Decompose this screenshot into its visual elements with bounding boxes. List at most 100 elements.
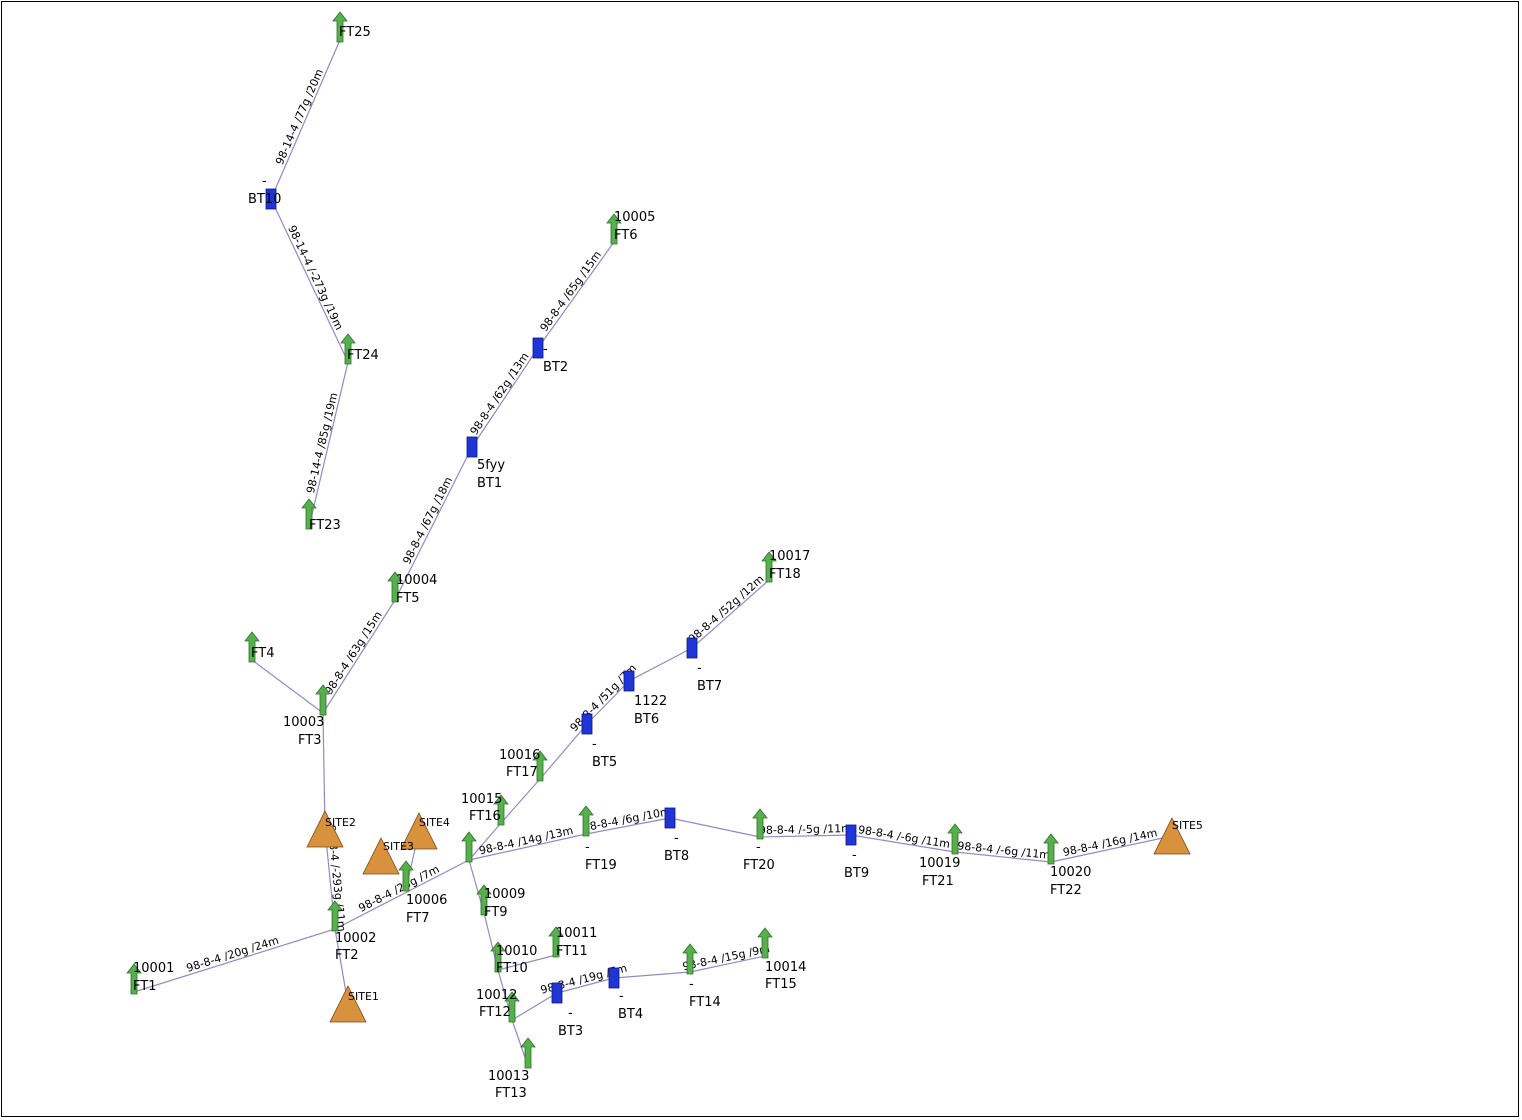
- node-ft19[interactable]: FT19-: [578, 805, 617, 873]
- flow-tower-arrow-icon[interactable]: [301, 498, 317, 530]
- edge-line: [539, 723, 588, 780]
- flow-tower-arrow-icon[interactable]: [340, 333, 356, 365]
- node-code-label: 1122: [634, 694, 667, 709]
- blue-box-icon[interactable]: [686, 637, 698, 659]
- node-code-label: 10013: [488, 1069, 529, 1084]
- flow-tower-arrow-icon[interactable]: [398, 860, 414, 892]
- flow-tower-arrow-icon[interactable]: [504, 991, 520, 1023]
- blue-box-icon[interactable]: [581, 713, 593, 735]
- blue-box-icon[interactable]: [608, 967, 620, 989]
- node-bt10[interactable]: BT10-: [248, 174, 281, 210]
- node-bt5[interactable]: BT5-: [581, 713, 617, 770]
- edge-line: [759, 834, 852, 838]
- flow-tower-arrow-icon[interactable]: [606, 213, 622, 245]
- flow-tower-arrow-icon[interactable]: [476, 884, 492, 916]
- flow-tower-arrow-icon[interactable]: [578, 805, 594, 837]
- node-ft25[interactable]: FT25: [332, 11, 371, 43]
- node-site3[interactable]: SITE3: [362, 837, 414, 875]
- flow-tower-arrow-icon[interactable]: [244, 631, 260, 663]
- node-code-label: -: [262, 174, 267, 189]
- flow-tower-arrow-icon[interactable]: [332, 11, 348, 43]
- edge-line: [471, 347, 539, 448]
- node-ft14[interactable]: FT14-: [682, 943, 721, 1010]
- node-bt3[interactable]: BT3-: [551, 982, 583, 1039]
- flow-tower-arrow-icon[interactable]: [761, 551, 777, 583]
- flow-tower-arrow-icon[interactable]: [520, 1037, 536, 1069]
- node-bt7[interactable]: BT7-: [686, 637, 722, 694]
- flow-tower-arrow-icon[interactable]: [493, 794, 509, 826]
- blue-box-icon[interactable]: [265, 188, 277, 210]
- blue-box-icon[interactable]: [845, 824, 857, 846]
- edge-line: [322, 712, 326, 830]
- blue-box-icon[interactable]: [664, 807, 676, 829]
- node-name-label: FT16: [469, 809, 501, 824]
- triangle-site-icon[interactable]: [1153, 817, 1191, 855]
- node-code-label: 10019: [919, 856, 960, 871]
- node-name-label: BT7: [697, 679, 722, 694]
- node-ft20[interactable]: FT20-: [743, 808, 775, 873]
- triangle-site-icon[interactable]: [400, 812, 438, 850]
- flow-tower-arrow-icon[interactable]: [757, 927, 773, 959]
- node-ft8[interactable]: [461, 831, 477, 863]
- flow-tower-arrow-icon[interactable]: [532, 750, 548, 782]
- edge-line: [133, 928, 336, 993]
- blue-box-icon[interactable]: [532, 337, 544, 359]
- blue-box-icon[interactable]: [551, 982, 563, 1004]
- node-name-label: FT12: [479, 1005, 511, 1020]
- flow-tower-arrow-icon[interactable]: [752, 808, 768, 840]
- flow-tower-arrow-icon[interactable]: [327, 900, 343, 932]
- triangle-site-icon[interactable]: [362, 837, 400, 875]
- flow-tower-arrow-icon[interactable]: [461, 831, 477, 863]
- edge-label: 98-8-4 /62g /13m: [468, 350, 532, 437]
- node-ft23[interactable]: FT23: [301, 498, 341, 533]
- flow-tower-arrow-icon[interactable]: [1043, 833, 1059, 865]
- node-bt8[interactable]: BT8-: [664, 807, 689, 864]
- flow-tower-arrow-icon[interactable]: [682, 943, 698, 975]
- node-name-label: FT17: [506, 765, 538, 780]
- node-name-label: BT8: [664, 849, 689, 864]
- edge-line: [322, 599, 396, 714]
- blue-box-icon[interactable]: [623, 670, 635, 692]
- triangle-site-icon[interactable]: [306, 810, 344, 848]
- node-code-label: 10006: [406, 893, 447, 908]
- node-site4[interactable]: SITE4: [400, 812, 450, 850]
- flow-tower-arrow-icon[interactable]: [387, 571, 403, 603]
- node-bt2[interactable]: BT2-: [532, 337, 568, 375]
- node-bt9[interactable]: BT9-: [844, 824, 869, 881]
- node-name-label: FT11: [556, 944, 588, 959]
- node-name-label: FT24: [347, 348, 379, 363]
- triangle-site-icon[interactable]: [329, 985, 367, 1023]
- flow-tower-arrow-icon[interactable]: [126, 963, 142, 995]
- node-name-label: FT9: [484, 905, 507, 920]
- blue-box-icon[interactable]: [466, 436, 478, 458]
- node-site1[interactable]: SITE1: [329, 985, 379, 1023]
- node-ft4[interactable]: FT4: [244, 631, 274, 663]
- flow-tower-arrow-icon[interactable]: [315, 684, 331, 716]
- flow-tower-arrow-icon[interactable]: [548, 926, 564, 958]
- node-site2[interactable]: SITE2: [306, 810, 356, 848]
- node-bt4[interactable]: BT4-: [608, 967, 643, 1022]
- flow-tower-arrow-icon[interactable]: [490, 941, 506, 973]
- node-ft24[interactable]: FT24: [340, 333, 379, 365]
- node-site5[interactable]: SITE5: [1153, 817, 1203, 855]
- flow-tower-arrow-icon[interactable]: [947, 823, 963, 855]
